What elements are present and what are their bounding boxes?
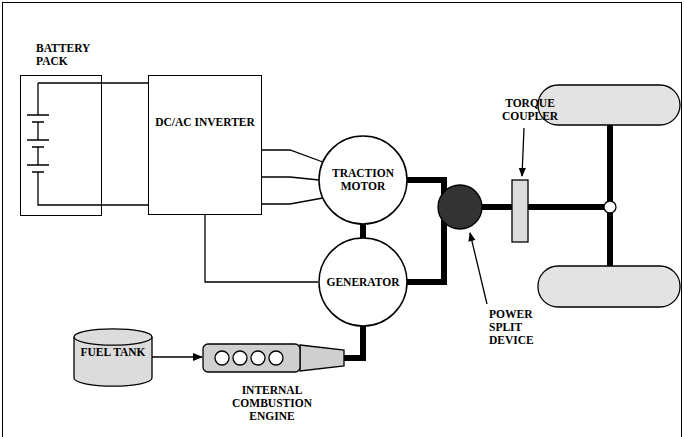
node-label: FUEL TANK	[73, 346, 153, 359]
rect-node: DC/AC INVERTER	[148, 75, 262, 215]
electric-wire	[102, 204, 148, 205]
drive-shaft	[344, 326, 363, 358]
leader-line	[522, 128, 524, 176]
part-label: POWER SPLIT DEVICE	[489, 308, 545, 347]
cylinder	[215, 351, 229, 365]
tank-rim	[74, 337, 152, 345]
battery-symbol	[27, 83, 102, 205]
node-label: DC/AC INVERTER	[149, 76, 261, 129]
frame	[3, 3, 682, 437]
electric-wire	[102, 82, 148, 83]
drive-shaft	[360, 224, 366, 238]
electric-wire	[262, 177, 319, 180]
machine-circle	[319, 136, 407, 224]
torque-coupler	[512, 180, 528, 242]
node-label: INTERNAL COMBUSTION ENGINE	[222, 384, 322, 423]
pack-housing	[20, 75, 102, 216]
node-label: GENERATOR	[326, 276, 399, 289]
tank-node: FUEL TANK	[73, 328, 153, 388]
wheel	[538, 85, 680, 125]
power-split-device	[438, 185, 482, 229]
mechanical-shaft	[400, 120, 610, 282]
tank-body	[74, 329, 152, 386]
circle-node: TRACTION MOTOR	[318, 135, 408, 225]
leader-line	[470, 233, 487, 304]
part-label: TORQUE COUPLER	[490, 97, 570, 123]
engine-block	[203, 344, 300, 372]
electric-wire	[262, 198, 323, 204]
circle-node: GENERATOR	[318, 237, 408, 327]
node-label: TRACTION MOTOR	[324, 167, 402, 193]
cylinder	[251, 351, 265, 365]
electric-wire	[205, 215, 318, 282]
cylinder	[269, 351, 283, 365]
electric-wire	[262, 150, 323, 162]
battery-node: BATTERY PACK	[20, 42, 102, 216]
engine-node: INTERNAL COMBUSTION ENGINE	[200, 340, 345, 432]
differential	[604, 201, 616, 213]
engine-taper	[300, 345, 344, 371]
wheel	[538, 266, 680, 307]
machine-circle	[319, 238, 407, 326]
electric-wire	[152, 356, 202, 357]
node-label: BATTERY PACK	[20, 42, 94, 68]
cylinder	[233, 351, 247, 365]
